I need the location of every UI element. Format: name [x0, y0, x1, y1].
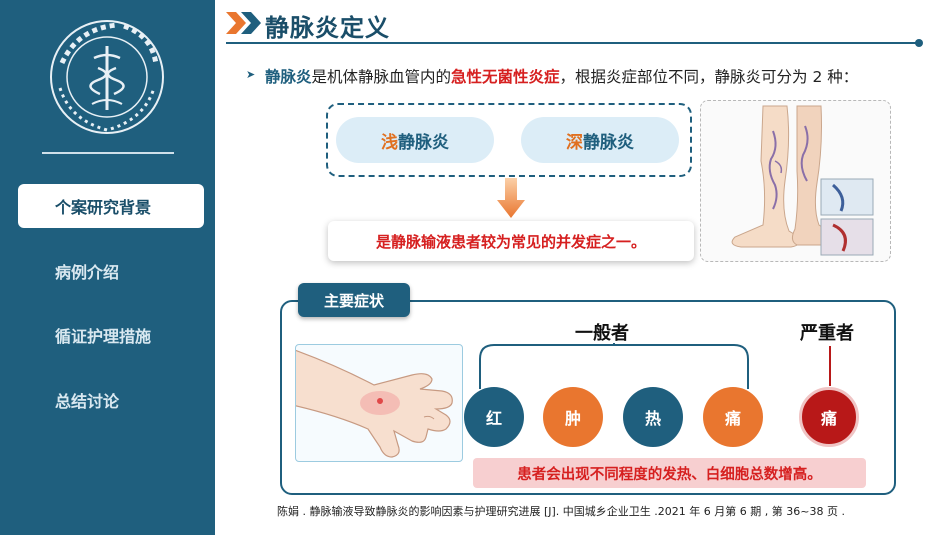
- definition-text-part-1: 是机体静脉血管内的: [311, 68, 452, 86]
- severe-symptoms-label: 严重者: [800, 323, 854, 344]
- sidebar-item-label: 循证护理措施: [55, 327, 152, 346]
- sidebar: 个案研究背景 病例介绍 循证护理措施 总结讨论: [0, 0, 215, 535]
- phlebitis-types-box: [326, 103, 692, 177]
- sidebar-item-summary-discussion[interactable]: 总结讨论: [18, 378, 204, 422]
- definition-text-part-2: ，根据炎症部位不同，静脉炎可分为 2 种：: [559, 68, 859, 86]
- legs-icon: [731, 105, 874, 256]
- general-bracket: [479, 343, 749, 389]
- bullet-arrow-icon: ➤: [246, 68, 256, 81]
- sidebar-item-label: 个案研究背景: [55, 198, 152, 217]
- symptoms-summary: 患者会出现不同程度的发热、白细胞总数增高。: [473, 458, 866, 488]
- symptom-pain: 痛: [703, 387, 763, 447]
- header-divider-dot: [915, 39, 923, 47]
- symptoms-panel: [280, 300, 896, 495]
- legs-varicose-illustration: [700, 100, 891, 262]
- symptom-swelling: 肿: [543, 387, 603, 447]
- symptom-redness: 红: [464, 387, 524, 447]
- definition-term: 静脉炎: [265, 68, 312, 86]
- definition-text: 静脉炎是机体静脉血管内的急性无菌性炎症，根据炎症部位不同，静脉炎可分为 2 种：: [265, 64, 895, 90]
- hand-icon: [296, 349, 453, 458]
- hand-inflammation-illustration: [295, 344, 463, 462]
- superficial-rest: 静脉炎: [398, 132, 449, 153]
- sidebar-item-evidence-based-care[interactable]: 循证护理措施: [18, 313, 204, 357]
- sidebar-item-label: 病例介绍: [55, 263, 120, 282]
- down-arrow-icon: [497, 178, 525, 218]
- definition-highlight: 急性无菌性炎症: [451, 68, 560, 86]
- symptom-severe-pain: 痛: [799, 387, 859, 447]
- sidebar-item-case-background[interactable]: 个案研究背景: [18, 184, 204, 228]
- deep-rest: 静脉炎: [583, 132, 634, 153]
- logo-divider: [42, 152, 174, 154]
- page-title: 静脉炎定义: [265, 14, 390, 42]
- double-chevron-icon: [226, 12, 261, 34]
- university-logo-icon: [50, 20, 164, 134]
- symptom-heat: 热: [623, 387, 683, 447]
- reference-citation: 陈娟 . 静脉输液导致静脉炎的影响因素与护理研究进展 [J]. 中国城乡企业卫生…: [277, 505, 845, 518]
- sidebar-item-label: 总结讨论: [55, 392, 120, 411]
- superficial-phlebitis-pill: 浅静脉炎: [336, 117, 494, 163]
- general-symptoms-label: 一般者: [575, 323, 629, 344]
- superficial-accent: 浅: [381, 132, 398, 153]
- deep-accent: 深: [566, 132, 583, 153]
- severe-connector: [829, 346, 831, 386]
- complication-callout: 是静脉输液患者较为常见的并发症之一。: [328, 221, 694, 261]
- symptoms-tab: 主要症状: [298, 283, 410, 317]
- header-divider: [226, 42, 920, 44]
- sidebar-item-case-introduction[interactable]: 病例介绍: [18, 249, 204, 293]
- deep-phlebitis-pill: 深静脉炎: [521, 117, 679, 163]
